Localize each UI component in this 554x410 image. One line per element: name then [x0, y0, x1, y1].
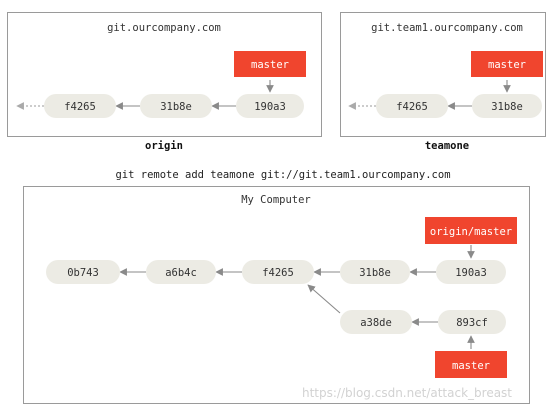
commit-shape — [140, 94, 212, 118]
branch-ref: master — [471, 51, 543, 77]
commit-shape — [44, 94, 116, 118]
branch-ref-label: origin/master — [430, 226, 512, 238]
commit-shape — [438, 310, 506, 334]
commit-label: 190a3 — [254, 101, 286, 113]
commit-node: 893cf — [438, 310, 506, 334]
commit-shape — [340, 260, 410, 284]
branch-ref-label: master — [488, 59, 526, 71]
commit-label: f4265 — [64, 101, 96, 113]
commit-label: a38de — [360, 317, 392, 329]
origin-repo-title: git.ourcompany.com — [107, 22, 221, 34]
origin-caption: origin — [145, 140, 183, 152]
branch-ref: master — [435, 351, 507, 378]
local-repo: My Computer 0b743 a6b4c f4265 31b8e 19 — [23, 186, 530, 404]
commit-shape — [436, 260, 506, 284]
commit-shape — [146, 260, 216, 284]
local-edge-a38de-f4265 — [307, 284, 341, 314]
commit-node: 31b8e — [472, 94, 542, 118]
commit-label: a6b4c — [165, 267, 197, 279]
commit-node: 31b8e — [140, 94, 212, 118]
commit-label: 893cf — [456, 317, 488, 329]
branch-ref-label: master — [452, 360, 490, 372]
commit-label: 190a3 — [455, 267, 487, 279]
commit-shape — [46, 260, 120, 284]
commit-node: f4265 — [44, 94, 116, 118]
branch-ref: master — [234, 51, 306, 77]
branch-ref-label: master — [251, 59, 289, 71]
commit-node: 31b8e — [340, 260, 410, 284]
commit-node: f4265 — [376, 94, 448, 118]
commit-node: f4265 — [242, 260, 314, 284]
commit-node: 0b743 — [46, 260, 120, 284]
local-repo-title: My Computer — [241, 194, 311, 206]
branch-ref-shape — [471, 51, 543, 77]
branch-ref-shape — [425, 217, 517, 244]
origin-repo: git.ourcompany.com f4265 31b8e 190a3 mas… — [7, 12, 322, 137]
commit-node: 190a3 — [236, 94, 304, 118]
commit-shape — [472, 94, 542, 118]
teamone-caption: teamone — [425, 140, 469, 152]
commit-shape — [340, 310, 412, 334]
branch-ref: origin/master — [425, 217, 517, 244]
teamone-repo: git.team1.ourcompany.com f4265 31b8e mas… — [340, 12, 546, 137]
watermark-text: https://blog.csdn.net/attack_breast — [302, 386, 512, 400]
commit-node: a38de — [340, 310, 412, 334]
commit-label: 31b8e — [491, 101, 523, 113]
commit-shape — [242, 260, 314, 284]
commit-shape — [376, 94, 448, 118]
command-line: git remote add teamone git://git.team1.o… — [115, 169, 450, 181]
commit-shape — [236, 94, 304, 118]
commit-label: f4265 — [396, 101, 428, 113]
commit-node: a6b4c — [146, 260, 216, 284]
branch-ref-shape — [234, 51, 306, 77]
commit-label: f4265 — [262, 267, 294, 279]
branch-ref-shape — [435, 351, 507, 378]
commit-label: 31b8e — [160, 101, 192, 113]
commit-node: 190a3 — [436, 260, 506, 284]
teamone-repo-title: git.team1.ourcompany.com — [371, 22, 523, 34]
commit-label: 0b743 — [67, 267, 99, 279]
commit-label: 31b8e — [359, 267, 391, 279]
